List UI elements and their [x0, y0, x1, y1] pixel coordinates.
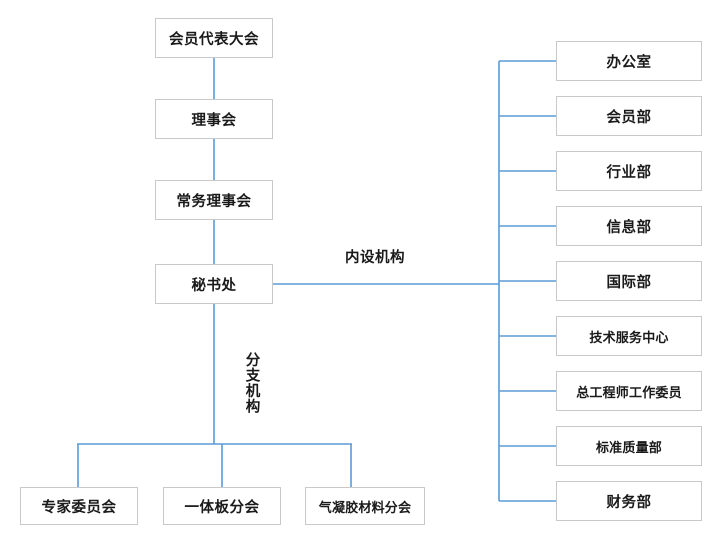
branch-aerogel-material-label: 气凝胶材料分会 [318, 499, 412, 515]
label-branch-org: 分支机构 [243, 352, 260, 414]
dept-standard-quality-label: 标准质量部 [595, 439, 662, 455]
dept-international-label: 国际部 [606, 274, 652, 291]
dept-office[interactable]: 办公室 [556, 41, 702, 81]
dept-information[interactable]: 信息部 [556, 206, 702, 246]
dept-tech-service-center-label: 技术服务中心 [589, 329, 669, 345]
dept-industry[interactable]: 行业部 [556, 151, 702, 191]
node-assembly-label: 会员代表大会 [169, 31, 259, 48]
node-standing-council[interactable]: 常务理事会 [155, 180, 273, 220]
dept-industry-label: 行业部 [606, 164, 652, 181]
node-standing-council-label: 常务理事会 [176, 193, 252, 210]
dept-international[interactable]: 国际部 [556, 261, 702, 301]
dept-finance-label: 财务部 [606, 494, 652, 511]
dept-office-label: 办公室 [606, 54, 652, 71]
dept-information-label: 信息部 [606, 219, 652, 236]
branch-expert-committee-label: 专家委员会 [41, 499, 117, 516]
node-council[interactable]: 理事会 [155, 99, 273, 139]
branch-integrated-board[interactable]: 一体板分会 [163, 487, 281, 525]
branch-integrated-board-label: 一体板分会 [184, 499, 260, 516]
node-council-label: 理事会 [191, 112, 237, 129]
branch-expert-committee[interactable]: 专家委员会 [20, 487, 138, 525]
dept-tech-service-center[interactable]: 技术服务中心 [556, 316, 702, 356]
dept-chief-engineer-committee-label: 总工程师工作委员 [576, 384, 682, 400]
dept-finance[interactable]: 财务部 [556, 481, 702, 521]
dept-chief-engineer-committee[interactable]: 总工程师工作委员 [556, 371, 702, 411]
node-secretariat[interactable]: 秘书处 [155, 264, 273, 304]
node-assembly[interactable]: 会员代表大会 [155, 18, 273, 58]
label-internal-org: 内设机构 [345, 250, 405, 266]
node-secretariat-label: 秘书处 [191, 277, 237, 294]
dept-membership-label: 会员部 [606, 109, 652, 126]
branch-aerogel-material[interactable]: 气凝胶材料分会 [305, 487, 425, 525]
dept-standard-quality[interactable]: 标准质量部 [556, 426, 702, 466]
dept-membership[interactable]: 会员部 [556, 96, 702, 136]
